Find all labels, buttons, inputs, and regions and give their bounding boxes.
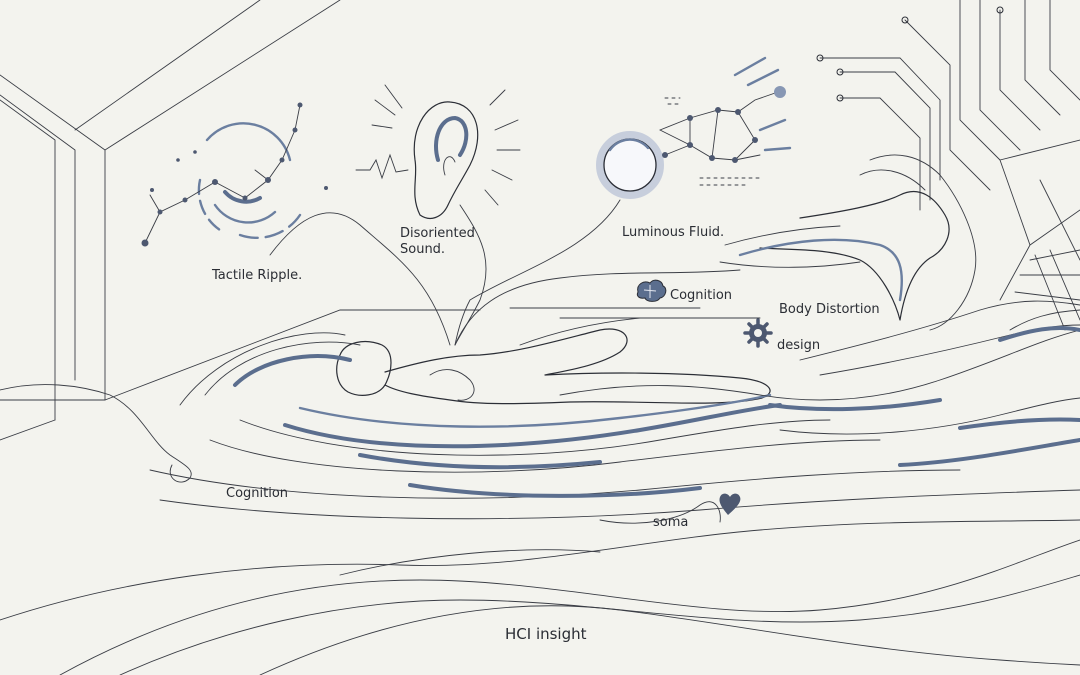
- label-disoriented-sound: Disoriented Sound.: [400, 226, 475, 257]
- label-hci-insight: HCI insight: [505, 625, 587, 643]
- floating-body-icon: [719, 154, 977, 331]
- glowing-orb-icon: [596, 56, 792, 199]
- label-body-distortion: Body Distortion: [779, 302, 880, 317]
- brain-icon: [636, 279, 667, 302]
- label-tactile-ripple: Tactile Ripple.: [212, 268, 303, 283]
- water-ripples: [149, 300, 1080, 520]
- constellation-ripple-icon: [141, 102, 328, 247]
- room-perspective-lines: [0, 0, 761, 441]
- circuit-lines-icon: [816, 0, 1080, 331]
- reclining-figure: [336, 317, 771, 405]
- ear-icon: [355, 84, 521, 219]
- connector-threads: [0, 199, 741, 524]
- label-design: design: [777, 338, 821, 353]
- label-cognition-top: Cognition: [670, 288, 733, 303]
- label-luminous-fluid: Luminous Fluid.: [622, 225, 725, 240]
- label-cognition-left: Cognition: [226, 486, 289, 501]
- flow-lines: [0, 519, 1080, 675]
- gear-icon: [743, 318, 773, 348]
- heart-icon: [719, 493, 741, 515]
- label-soma: soma: [653, 515, 689, 530]
